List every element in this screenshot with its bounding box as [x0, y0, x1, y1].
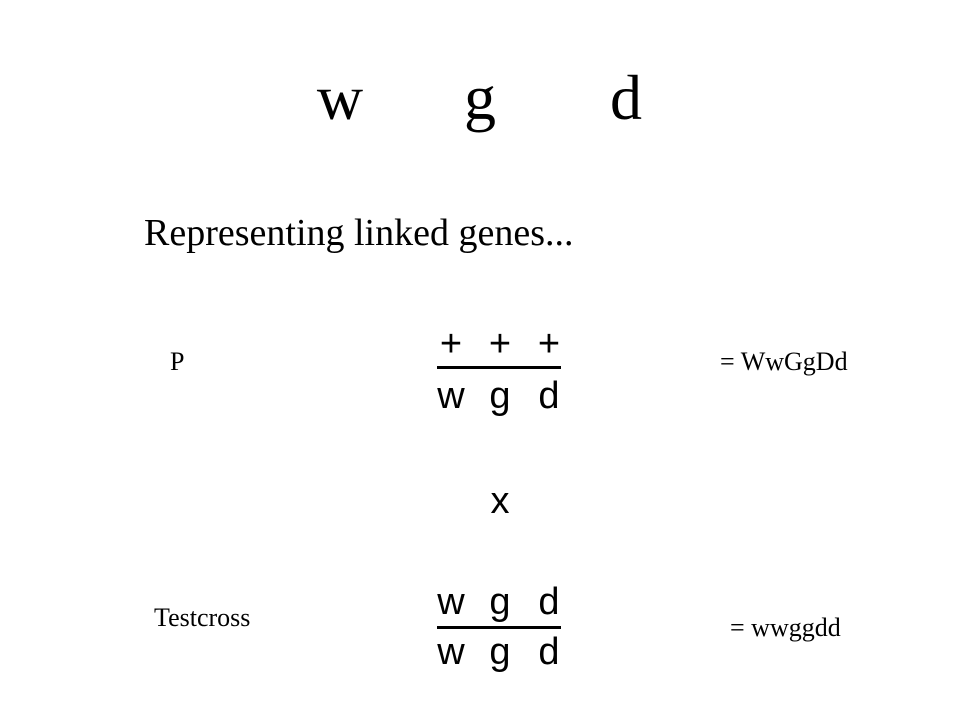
testcross-chromosome-divider: [437, 626, 561, 629]
title-letter-w: w: [316, 62, 364, 133]
testcross-top-chromosome: w g d: [430, 580, 570, 624]
cross-symbol: x: [490, 480, 510, 522]
allele: g: [489, 581, 511, 623]
testcross-label: Testcross: [154, 603, 251, 632]
allele: w: [437, 631, 465, 673]
parent-top-chromosome: + + +: [430, 322, 570, 366]
title-letter-g: g: [464, 62, 496, 133]
allele: +: [537, 323, 561, 365]
parent-chromosome-divider: [437, 366, 561, 369]
allele: g: [489, 631, 511, 673]
allele: d: [538, 375, 560, 417]
allele: g: [489, 375, 511, 417]
testcross-bottom-chromosome: w g d: [430, 630, 570, 674]
testcross-genotype: = wwggdd: [730, 613, 841, 642]
parent-genotype: = WwGgDd: [720, 347, 848, 376]
allele: +: [439, 323, 463, 365]
parent-bottom-chromosome: w g d: [430, 374, 570, 418]
allele: w: [437, 375, 465, 417]
subtitle: Representing linked genes...: [144, 212, 574, 254]
allele: w: [437, 581, 465, 623]
parent-label: P: [170, 347, 185, 376]
allele: d: [538, 631, 560, 673]
allele: d: [538, 581, 560, 623]
allele: +: [488, 323, 512, 365]
title-letter-d: d: [610, 62, 642, 133]
